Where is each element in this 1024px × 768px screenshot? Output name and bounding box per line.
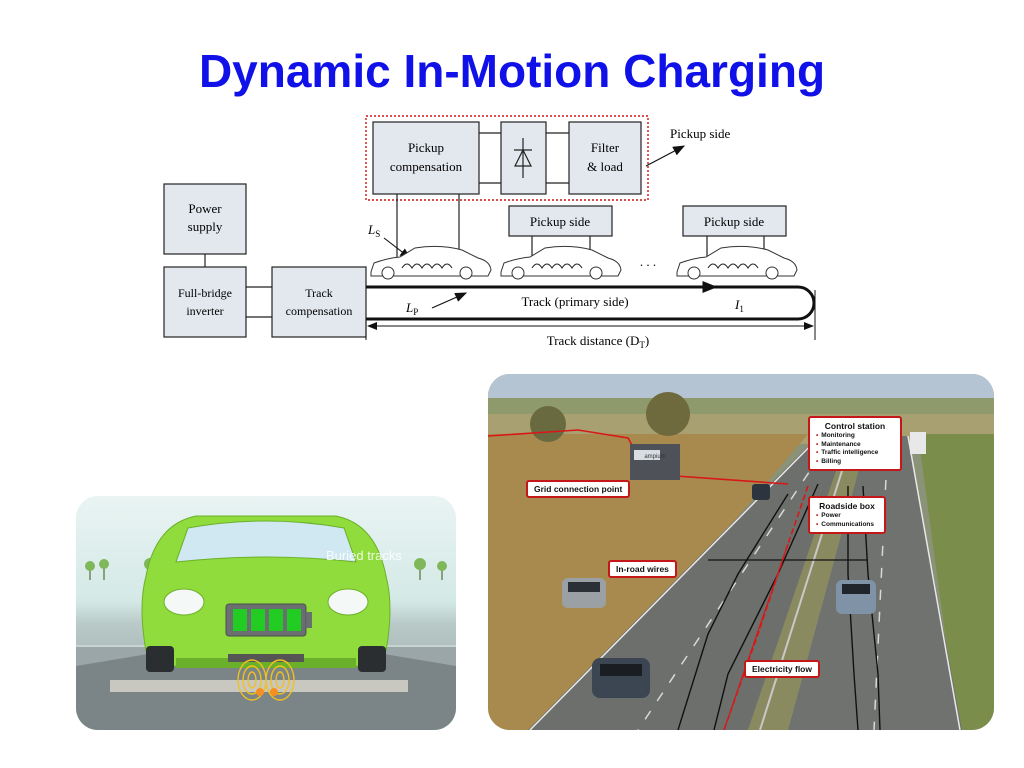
battery-icon bbox=[225, 603, 312, 637]
ev-car-outline-1 bbox=[370, 245, 492, 280]
lp-label: LP bbox=[405, 300, 418, 317]
roadside-box-item: •Communications bbox=[816, 520, 875, 528]
pickup-side-callout-label: Pickup side bbox=[670, 126, 731, 141]
windshield bbox=[175, 520, 357, 563]
control-station-item: •Traffic intelligence bbox=[816, 449, 879, 456]
control-station-title: Control station bbox=[824, 421, 886, 431]
highway-photo: ampium Control station •Monitoring •Main… bbox=[488, 374, 994, 730]
roadside-box-title: Roadside box bbox=[819, 501, 875, 511]
inverter-line-1: Full-bridge bbox=[178, 286, 232, 300]
track-comp-line-1: Track bbox=[305, 286, 333, 300]
pickup-comp-line-1: Pickup bbox=[408, 140, 444, 155]
roadside-box-item: •Power bbox=[816, 512, 841, 519]
filter-load-block: Filter & load bbox=[568, 121, 642, 195]
primary-track-loop bbox=[366, 285, 816, 321]
roadside-box-callout: Roadside box •Power •Communications bbox=[808, 496, 886, 534]
track-label: Track (primary side) bbox=[521, 294, 628, 309]
green-car-scene bbox=[76, 515, 456, 730]
grid-connection-callout: Grid connection point bbox=[526, 480, 631, 498]
ls-label: LS bbox=[367, 222, 380, 239]
ev-charging-illustration: Buried tracks bbox=[76, 496, 456, 730]
car-dark-front bbox=[592, 658, 650, 698]
inverter-line-2: inverter bbox=[186, 304, 223, 318]
in-road-wires-callout: In-road wires bbox=[608, 560, 677, 578]
track-comp-line-2: compensation bbox=[286, 304, 353, 318]
pickup-side-pointer bbox=[645, 145, 686, 167]
svg-text:Pickup side: Pickup side bbox=[704, 214, 765, 229]
roadside-cabinet bbox=[630, 444, 680, 480]
more-cars-ellipsis: . . . bbox=[640, 254, 656, 269]
lp-pointer-arrow bbox=[431, 292, 468, 309]
control-station-item: •Monitoring bbox=[816, 432, 855, 439]
pickup-side-box-2: Pickup side bbox=[682, 205, 787, 237]
induction-coil-icon bbox=[237, 659, 295, 701]
power-supply-line-1: Power bbox=[188, 201, 222, 216]
grid-power-line bbox=[488, 429, 789, 485]
pickup-compensation-block: Pickup compensation bbox=[372, 121, 480, 195]
control-station-callout: Control station •Monitoring •Maintenance… bbox=[808, 416, 902, 471]
pickup-side-box-1: Pickup side bbox=[508, 205, 613, 237]
headlight-left bbox=[163, 588, 205, 616]
control-station-item: •Maintenance bbox=[816, 440, 861, 448]
highway-scene: ampium bbox=[488, 374, 994, 730]
diode-icon bbox=[514, 148, 532, 167]
cabinet-sign-label: ampium bbox=[644, 454, 665, 460]
buried-track-strip bbox=[110, 680, 408, 692]
i1-label: I1 bbox=[734, 297, 744, 314]
car-silver-left bbox=[562, 578, 606, 608]
ev-car-outline-2 bbox=[500, 245, 622, 280]
buried-tracks-label: Buried tracks bbox=[326, 548, 402, 563]
track-distance-label: Track distance (DT) bbox=[547, 333, 650, 350]
power-supply-block: Power supply bbox=[163, 183, 247, 255]
power-supply-line-2: supply bbox=[188, 219, 223, 234]
slide-title: Dynamic In-Motion Charging bbox=[198, 45, 826, 97]
electricity-flow-callout: Electricity flow bbox=[744, 660, 820, 678]
headlight-right bbox=[327, 588, 369, 616]
full-bridge-inverter-block: Full-bridge inverter bbox=[163, 266, 247, 338]
control-station-item: •Billing bbox=[816, 457, 842, 465]
pickup-side-dashed-frame bbox=[365, 115, 649, 201]
car-blue-right bbox=[836, 580, 876, 614]
svg-text:Pickup side: Pickup side bbox=[530, 214, 591, 229]
filter-line-2: & load bbox=[587, 159, 623, 174]
pickup-comp-line-2: compensation bbox=[390, 159, 463, 174]
track-compensation-block: Track compensation bbox=[271, 266, 367, 338]
wpt-block-diagram: Power supply Full-bridge inverter Track … bbox=[163, 115, 816, 350]
filter-line-1: Filter bbox=[591, 140, 620, 155]
ev-car-outline-3 bbox=[676, 245, 798, 280]
rectifier-block bbox=[500, 121, 547, 195]
